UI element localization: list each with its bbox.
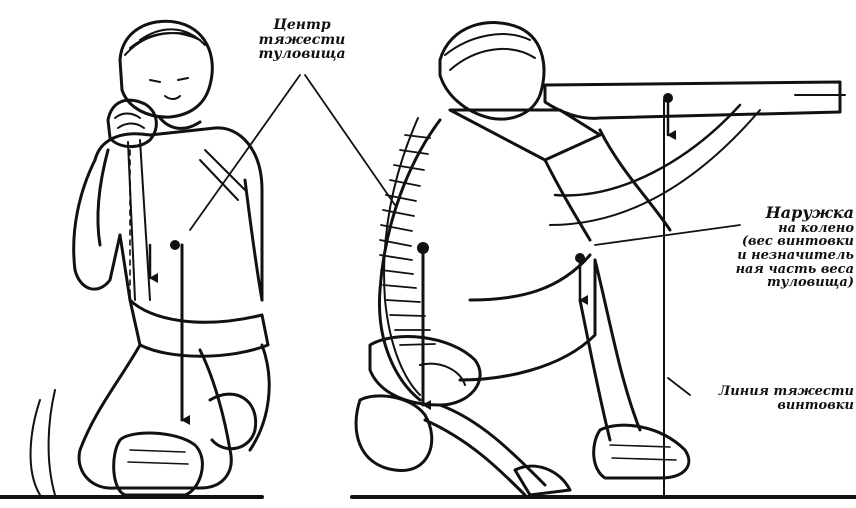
- leader-line-gravity: [668, 378, 690, 395]
- label-center-line-1: Центр: [252, 18, 352, 33]
- leader-line-center-right: [305, 75, 395, 205]
- label-support-line-6: туловища): [720, 276, 854, 290]
- label-support-on-knee: Наружка на колено (вес винтовки и незнач…: [720, 205, 854, 290]
- label-support-line-3: (вес винтовки: [720, 235, 854, 249]
- label-center-line-2: тяжести: [252, 33, 352, 48]
- label-center-line-3: туловища: [252, 47, 352, 62]
- label-support-line-4: и незначитель: [720, 249, 854, 263]
- label-gravity-line-1: Линия тяжести: [690, 385, 854, 399]
- label-support-line-2: на колено: [720, 222, 854, 236]
- label-support-line-1: Наружка: [720, 205, 854, 222]
- label-support-line-5: ная часть веса: [720, 263, 854, 277]
- label-rifle-gravity-line: Линия тяжести винтовки: [690, 385, 854, 412]
- label-gravity-line-2: винтовки: [690, 399, 854, 413]
- front-view-figure: [31, 21, 270, 495]
- label-center-of-gravity: Центр тяжести туловища: [252, 18, 352, 62]
